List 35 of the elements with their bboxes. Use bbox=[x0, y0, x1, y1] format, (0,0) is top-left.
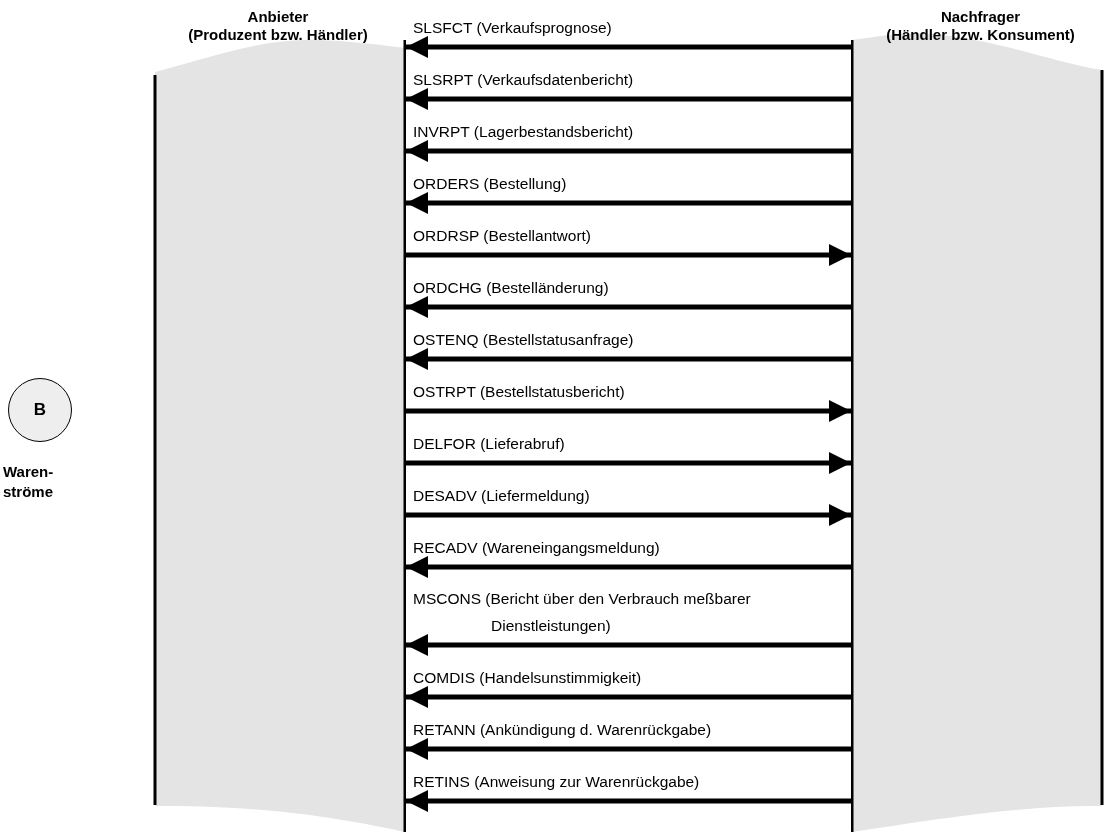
message-label: ORDRSP (Bestellantwort) bbox=[413, 226, 592, 246]
message-arrow bbox=[406, 140, 851, 162]
party-heading: Nachfrager bbox=[939, 8, 1022, 26]
message-arrow bbox=[406, 686, 851, 708]
message-label: ORDCHG (Bestelländerung) bbox=[413, 278, 610, 298]
message-label: RETINS (Anweisung zur Warenrückgabe) bbox=[413, 772, 701, 792]
section-caption: Waren- ströme bbox=[3, 462, 55, 502]
message-arrow bbox=[406, 452, 851, 474]
message-arrow bbox=[406, 36, 851, 58]
message-arrow bbox=[406, 790, 851, 812]
message-label: DELFOR (Lieferabruf) bbox=[413, 434, 566, 454]
message-label: MSCONS (Bericht über den Verbrauch meßbarer Dienstleistungen) bbox=[413, 589, 752, 636]
message-label: SLSRPT (Verkaufsdatenbericht) bbox=[413, 70, 635, 90]
message-arrow bbox=[406, 504, 851, 526]
message-label: SLSFCT (Verkaufsprognose) bbox=[413, 18, 613, 38]
party-heading: Anbieter bbox=[246, 8, 310, 26]
section-circle: B bbox=[8, 378, 72, 442]
message-arrow bbox=[406, 348, 851, 370]
message-label: ORDERS (Bestellung) bbox=[413, 174, 568, 194]
message-arrow bbox=[406, 400, 851, 422]
message-arrow bbox=[406, 738, 851, 760]
message-label: OSTRPT (Bestellstatusbericht) bbox=[413, 382, 626, 402]
message-label: OSTENQ (Bestellstatusanfrage) bbox=[413, 330, 635, 350]
message-arrow bbox=[406, 556, 851, 578]
message-arrow bbox=[406, 634, 851, 656]
message-label: RETANN (Ankündigung d. Warenrückgabe) bbox=[413, 720, 713, 740]
message-label: DESADV (Liefermeldung) bbox=[413, 486, 591, 506]
message-label: COMDIS (Handelsunstimmigkeit) bbox=[413, 668, 643, 688]
message-arrow bbox=[406, 88, 851, 110]
message-label: RECADV (Wareneingangsmeldung) bbox=[413, 538, 661, 558]
message-label: INVRPT (Lagerbestandsbericht) bbox=[413, 122, 635, 142]
message-arrow bbox=[406, 296, 851, 318]
message-arrow bbox=[406, 192, 851, 214]
party-subheading: (Händler bzw. Konsument) bbox=[885, 26, 1076, 44]
message-arrow bbox=[406, 244, 851, 266]
